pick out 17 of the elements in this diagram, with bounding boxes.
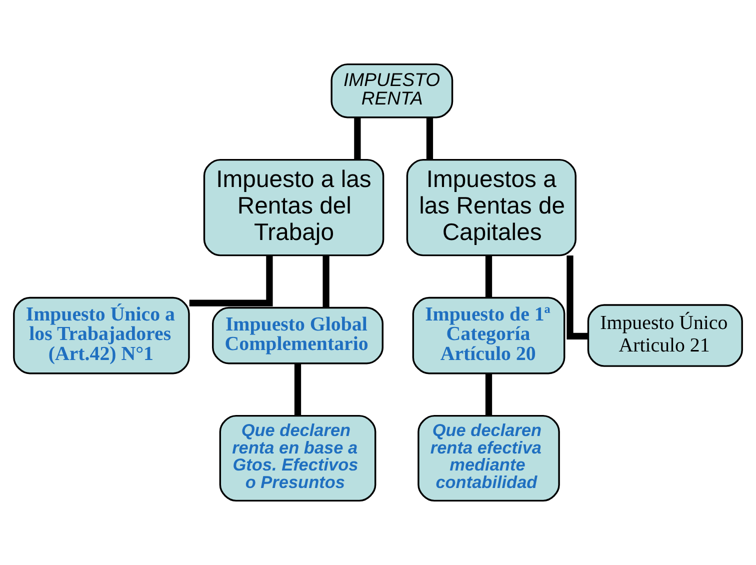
connector — [426, 118, 434, 160]
connector — [485, 256, 492, 298]
node-box: Impuesto de 1ª Categoría Artículo 20 — [412, 296, 566, 374]
node-box: Impuesto a las Rentas del Trabajo — [203, 158, 384, 256]
node-box: Impuesto Único a los Trabajadores (Art.42) N°1 — [13, 296, 190, 374]
connector — [354, 118, 361, 160]
node-box: Que declaren renta en base a Gtos. Efectivos o Presuntos — [219, 414, 376, 502]
node-box: Que declaren renta efectiva mediante contabilidad — [418, 414, 560, 502]
connector — [566, 255, 588, 340]
connector — [189, 256, 273, 306]
connector — [485, 373, 492, 416]
connector — [322, 256, 330, 308]
node-box: IMPUESTO RENTA — [330, 63, 454, 118]
node-box: Impuesto Global Complementario — [212, 306, 384, 364]
connector — [294, 364, 302, 416]
node-box: Impuesto Único Articulo 21 — [587, 304, 743, 367]
node-box: Impuestos a las Rentas de Capitales — [406, 158, 576, 256]
